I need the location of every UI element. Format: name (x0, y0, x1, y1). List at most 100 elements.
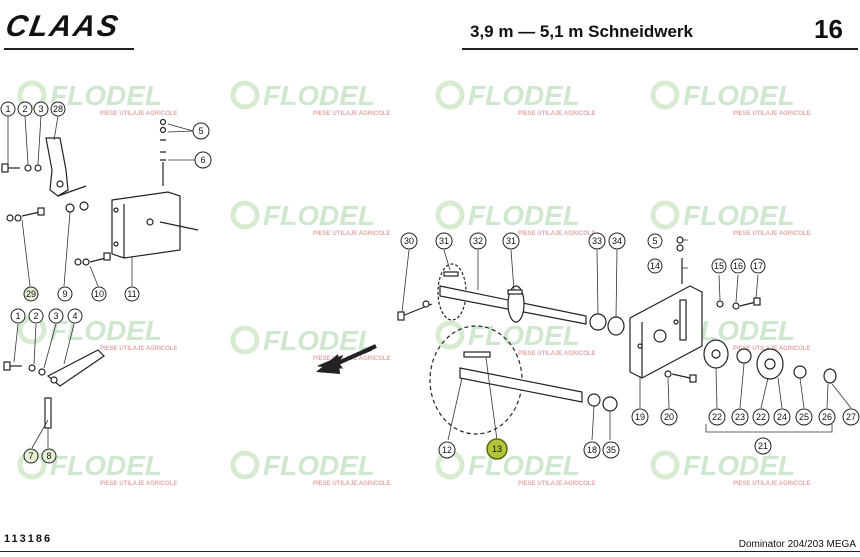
svg-text:21: 21 (758, 441, 768, 451)
watermark-brand: FLODEL (263, 450, 375, 481)
svg-text:26: 26 (822, 412, 832, 422)
page-number: 16 (814, 14, 843, 44)
callout-22: 22 (708, 408, 726, 426)
svg-text:1: 1 (5, 104, 10, 114)
svg-text:33: 33 (592, 236, 602, 246)
watermark-brand: FLODEL (683, 200, 795, 231)
svg-text:16: 16 (733, 261, 743, 271)
callout-34: 34 (608, 232, 626, 250)
callout-20: 20 (660, 408, 678, 426)
callout-19: 19 (631, 408, 649, 426)
watermark-brand: FLODEL (468, 200, 580, 231)
svg-text:31: 31 (506, 236, 516, 246)
footer-rule (0, 551, 860, 552)
svg-text:17: 17 (753, 261, 763, 271)
callout-25: 25 (795, 408, 813, 426)
callout-10: 10 (91, 286, 107, 302)
callout-3: 3 (33, 101, 49, 117)
callout-26: 26 (818, 408, 836, 426)
svg-text:24: 24 (777, 412, 787, 422)
callout-16: 16 (730, 258, 746, 274)
svg-text:14: 14 (650, 261, 660, 271)
svg-text:31: 31 (439, 236, 449, 246)
svg-text:22: 22 (756, 412, 766, 422)
callout-11: 11 (124, 286, 140, 302)
svg-text:32: 32 (473, 236, 483, 246)
callout-1b: 1 (10, 308, 26, 324)
watermark-tagline: PIESE UTILAJE AGRICOLE (100, 111, 177, 117)
callout-22b: 22 (752, 408, 770, 426)
model-label: Dominator 204/203 MEGA (738, 539, 856, 550)
callout-13: 13 (486, 438, 508, 460)
callout-14: 14 (647, 258, 663, 274)
callout-28: 28 (50, 101, 66, 117)
svg-text:18: 18 (587, 445, 597, 455)
svg-text:28: 28 (53, 104, 63, 114)
watermark-brand: FLODEL (683, 80, 795, 111)
header-rule-right (462, 48, 858, 50)
callout-29: 29 (23, 286, 39, 302)
watermark-brand: FLODEL (683, 450, 795, 481)
svg-text:2: 2 (33, 311, 38, 321)
svg-text:23: 23 (735, 412, 745, 422)
callout-6: 6 (194, 151, 212, 169)
svg-text:3: 3 (38, 104, 43, 114)
callout-30: 30 (400, 232, 418, 250)
watermark-tagline: PIESE UTILAJE AGRICOLE (100, 346, 177, 352)
callout-31b: 31 (502, 232, 520, 250)
watermark-tagline: PIESE UTILAJE AGRICOLE (733, 481, 810, 487)
right-assembly (397, 236, 837, 435)
callout-2b: 2 (28, 308, 44, 324)
callout-5: 5 (192, 122, 210, 140)
watermark-tagline: PIESE UTILAJE AGRICOLE (313, 231, 390, 237)
svg-text:27: 27 (846, 412, 856, 422)
svg-text:12: 12 (442, 445, 452, 455)
direction-arrow-head (316, 354, 340, 374)
svg-text:5: 5 (652, 236, 657, 246)
watermark-tagline: PIESE UTILAJE AGRICOLE (313, 111, 390, 117)
svg-text:10: 10 (94, 289, 104, 299)
svg-text:4: 4 (72, 311, 77, 321)
svg-text:11: 11 (127, 289, 136, 299)
callout-3b: 3 (48, 308, 64, 324)
svg-text:20: 20 (664, 412, 674, 422)
svg-text:7: 7 (28, 451, 33, 461)
callout-8: 8 (41, 448, 57, 464)
svg-text:29: 29 (26, 289, 36, 299)
watermark-brand: FLODEL (263, 80, 375, 111)
watermark-brand: FLODEL (50, 80, 162, 111)
callout-9: 9 (57, 286, 73, 302)
watermark-tagline: PIESE UTILAJE AGRICOLE (518, 481, 595, 487)
document-number: 113186 (4, 533, 53, 545)
svg-text:2: 2 (22, 104, 27, 114)
callout-24: 24 (773, 408, 791, 426)
watermark-brand: FLODEL (468, 450, 580, 481)
watermark-tagline: PIESE UTILAJE AGRICOLE (518, 351, 595, 357)
left-top-assembly (1, 118, 199, 266)
watermark-brand: FLODEL (50, 450, 162, 481)
watermark-tagline: PIESE UTILAJE AGRICOLE (518, 111, 595, 117)
svg-text:22: 22 (712, 412, 722, 422)
callout-35: 35 (602, 441, 620, 459)
svg-text:25: 25 (799, 412, 809, 422)
watermark-tagline: PIESE UTILAJE AGRICOLE (518, 231, 595, 237)
svg-text:13: 13 (492, 444, 502, 454)
watermark-brand: FLODEL (50, 315, 162, 346)
callout-12: 12 (438, 441, 456, 459)
direction-arrow-shaft (335, 344, 377, 366)
callouts: 1 2 3 28 5 6 29 9 10 11 1 2 3 4 7 8 30 3… (0, 101, 860, 464)
watermark-brand: FLODEL (468, 80, 580, 111)
callout-32: 32 (469, 232, 487, 250)
callout-31: 31 (435, 232, 453, 250)
svg-text:3: 3 (53, 311, 58, 321)
callout-5b: 5 (647, 233, 663, 249)
watermark-tagline: PIESE UTILAJE AGRICOLE (100, 481, 177, 487)
callout-7: 7 (23, 448, 39, 464)
callout-27: 27 (842, 408, 860, 426)
svg-text:9: 9 (62, 289, 67, 299)
callout-33: 33 (588, 232, 606, 250)
svg-text:6: 6 (200, 155, 205, 165)
watermark-tagline: PIESE UTILAJE AGRICOLE (313, 481, 390, 487)
watermark-brand: FLODEL (468, 320, 580, 351)
